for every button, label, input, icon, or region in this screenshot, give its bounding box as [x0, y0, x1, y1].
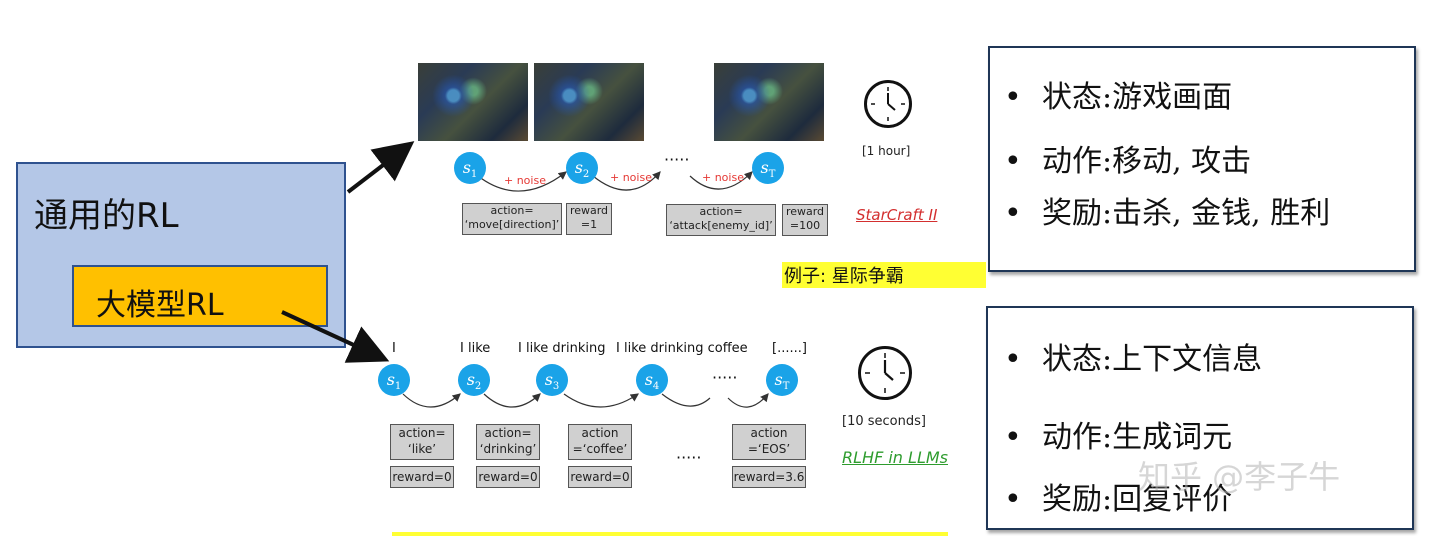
watermark: 知乎 @李子牛 [1138, 458, 1341, 496]
noise-label-3: + noise [702, 171, 744, 184]
rlhf-tag: RLHF in LLMs [842, 448, 948, 467]
llm-reward-1: reward=0 [390, 466, 454, 488]
info-general-reward: •奖励:击杀, 金钱, 胜利 [1004, 196, 1331, 231]
llm-action-like: action= ‘like’ [390, 424, 454, 460]
info-llm-reward: •奖励:回复评价 [1004, 482, 1233, 517]
info-general-state: •状态:游戏画面 [1004, 80, 1233, 115]
game-frame-1 [418, 63, 528, 141]
sc-action-move: action= ‘move[direction]’ [462, 203, 562, 235]
llm-reward-2: reward=0 [476, 466, 540, 488]
llm-ellipsis: ····· [712, 368, 738, 387]
noise-label-1: + noise [504, 174, 546, 187]
llm-state-1: s1 [378, 364, 410, 396]
sc-ellipsis: ····· [664, 150, 690, 169]
sc-action-attack: action= ‘attack[enemy_id]’ [666, 204, 776, 236]
info-llm-action: •动作:生成词元 [1004, 420, 1233, 455]
general-rl-label: 通用的RL [34, 196, 179, 236]
game-frame-t [714, 63, 824, 141]
clock-icon-2 [858, 346, 912, 400]
sc-state-t: sT [752, 152, 784, 184]
prefix-1: I [392, 341, 396, 356]
info-llm-state: •状态:上下文信息 [1004, 342, 1263, 377]
llm-state-t: sT [766, 364, 798, 396]
prefix-2: I like [460, 341, 491, 356]
info-box-llm [986, 306, 1414, 530]
sc-reward-100: reward =100 [782, 204, 828, 236]
llm-ellipsis-2: ····· [676, 448, 702, 467]
prefix-4: I like drinking coffee [616, 341, 748, 356]
clock-icon [864, 80, 912, 128]
llm-action-drinking: action= ‘drinking’ [476, 424, 540, 460]
bottom-highlight [392, 532, 948, 536]
prefix-3: I like drinking [518, 341, 606, 356]
game-frame-2 [534, 63, 644, 141]
arrow-to-starcraft [346, 141, 415, 194]
llm-state-3: s3 [536, 364, 568, 396]
sc-reward-1: reward =1 [566, 203, 612, 235]
llm-state-2: s2 [458, 364, 490, 396]
llm-rl-label: 大模型RL [96, 288, 224, 323]
llm-rl-box [72, 265, 328, 327]
llm-action-coffee: action =‘coffee’ [568, 424, 632, 460]
sc-state-1: s1 [454, 152, 486, 184]
sc-time-label: [1 hour] [862, 144, 911, 158]
prefix-t: [......] [772, 341, 807, 356]
starcraft-tag: StarCraft II [856, 206, 938, 224]
llm-reward-3: reward=0 [568, 466, 632, 488]
llm-reward-t: reward=3.6 [732, 466, 806, 488]
example-label: 例子: 星际争霸 [782, 262, 986, 288]
noise-label-2: + noise [610, 171, 652, 184]
llm-action-eos: action =‘EOS’ [732, 424, 806, 460]
info-general-action: •动作:移动, 攻击 [1004, 144, 1252, 179]
info-box-general [988, 46, 1416, 272]
sc-state-2: s2 [566, 152, 598, 184]
arrow-to-rlhf [281, 310, 390, 363]
llm-time-label: [10 seconds] [842, 414, 926, 429]
llm-state-4: s4 [636, 364, 668, 396]
